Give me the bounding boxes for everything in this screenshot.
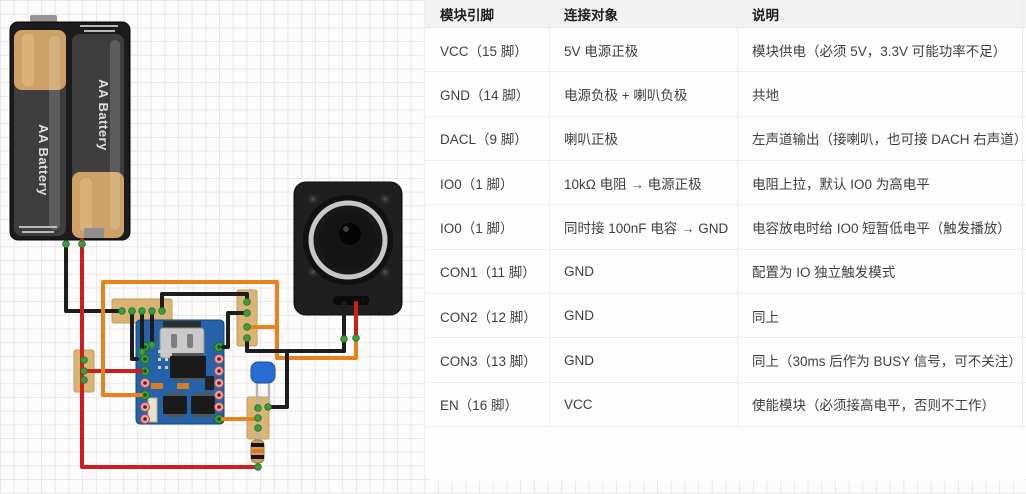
resistor-band-3: [251, 455, 264, 459]
resistor-band-1: [251, 443, 264, 447]
main-ic-chip: [170, 353, 206, 380]
resistor-band-2: [251, 449, 264, 453]
speaker: [293, 181, 403, 316]
cell-pin: EN（16 脚）: [440, 398, 519, 414]
speaker-dome: [339, 223, 361, 245]
cell-target: VCC: [549, 382, 737, 427]
cell-target: GND: [549, 249, 737, 294]
cell-target: 喇叭正极: [549, 116, 737, 161]
table-row: CON1（11 脚） GND 配置为 IO 独立触发模式: [425, 249, 1026, 295]
cell-pin: DACL（9 脚）: [440, 132, 528, 148]
cell-target: 10kΩ 电阻 → 电源正极: [549, 161, 737, 205]
table-right-border: [1022, 0, 1023, 428]
column-header-target: 连接对象: [549, 0, 737, 27]
cell-note: 使能模块（必须接高电平，否则不工作）: [737, 382, 1026, 427]
table-row: GND（14 脚） 电源负极 + 喇叭负极 共地: [425, 72, 1026, 117]
wire-pad-to-pad: [160, 292, 249, 313]
cell-note: 电阻上拉，默认 IO0 为高电平: [737, 161, 1026, 205]
cell-target: GND: [549, 294, 737, 338]
table-row: EN（16 脚） VCC 使能模块（必须接高电平，否则不工作）: [425, 382, 1026, 428]
wire-pad-to-module: [221, 311, 249, 349]
aa-battery-left: AA Battery: [14, 30, 66, 236]
table-header-row: 模块引脚 连接对象 说明: [425, 0, 1026, 28]
cell-note: 电容放电时给 IO0 短暂低电平（触发播放）: [737, 205, 1026, 249]
aa-battery-right: AA Battery: [72, 34, 124, 238]
cell-pin: GND（14 脚）: [440, 88, 530, 104]
cell-target: GND: [549, 338, 737, 382]
cell-target: 同时接 100nF 电容 → GND: [549, 205, 737, 249]
wire-ground-bus: [245, 336, 346, 353]
amplifier-chips: [163, 393, 215, 417]
battery-label-right: AA Battery: [96, 79, 111, 151]
cell-target: 电源负极 + 喇叭负极: [549, 72, 737, 116]
cell-note: 同上: [737, 294, 1026, 338]
pin-mapping-table: 模块引脚 连接对象 说明 VCC（15 脚） 5V 电源正极 模块供电（必须 5…: [425, 0, 1026, 481]
table-row: IO0（1 脚） 同时接 100nF 电容 → GND 电容放电时给 IO0 短…: [425, 205, 1026, 250]
audio-module-board: [135, 319, 225, 425]
wire-battery-positive: [80, 238, 260, 469]
battery-springs: [19, 25, 118, 233]
battery-holder: AA Battery AA Battery: [9, 15, 131, 241]
cell-pin: CON1（11 脚）: [440, 265, 536, 281]
table-row: DACL（9 脚） 喇叭正极 左声道输出（接喇叭，也可接 DACH 右声道）: [425, 116, 1026, 162]
cell-note: 左声道输出（接喇叭，也可接 DACH 右声道）: [737, 116, 1026, 161]
cell-note: 共地: [737, 72, 1026, 116]
module-pin-pads: [140, 342, 224, 424]
connection-points: [62, 240, 360, 471]
table-row: CON2（12 脚） GND 同上: [425, 294, 1026, 339]
table-row: VCC（15 脚） 5V 电源正极 模块供电（必须 5V，3.3V 可能功率不足…: [425, 28, 1026, 73]
cell-target: 5V 电源正极: [549, 28, 737, 72]
circuit-diagram: AA Battery AA Battery: [9, 15, 403, 471]
column-header-note: 说明: [737, 0, 1026, 27]
capacitor-100nf: [250, 361, 276, 433]
speaker-screws: [311, 197, 387, 274]
speaker-dome-highlight: [343, 226, 349, 232]
table-row: IO0（1 脚） 10kΩ 电阻 → 电源正极 电阻上拉，默认 IO0 为高电平: [425, 161, 1026, 206]
cell-note: 同上（30ms 后作为 BUSY 信号，可不关注）: [737, 338, 1026, 382]
cell-pin: VCC（15 脚）: [440, 43, 528, 59]
cell-pin: CON2（12 脚）: [440, 309, 537, 325]
cell-note: 配置为 IO 独立触发模式: [737, 249, 1026, 294]
wire-jumper-1: [130, 309, 139, 361]
cell-note: 模块供电（必须 5V，3.3V 可能功率不足）: [737, 28, 1026, 72]
wire-dacl-to-speaker: [101, 280, 358, 397]
smd-components: [147, 350, 214, 423]
cell-pin: IO0（1 脚）: [440, 221, 514, 237]
micro-usb-shield: [163, 321, 201, 329]
battery-label-left: AA Battery: [36, 124, 51, 196]
holder-contact-tab-bottom: [84, 228, 104, 238]
table-row: CON3（13 脚） GND 同上（30ms 后作为 BUSY 信号，可不关注）: [425, 338, 1026, 383]
cell-pin: IO0（1 脚）: [440, 176, 514, 192]
column-header-pin: 模块引脚: [440, 7, 494, 23]
cell-pin: CON3（13 脚）: [440, 354, 537, 370]
wire-ground-to-capacitor: [266, 349, 289, 409]
speaker-terminal-block: [333, 296, 369, 305]
